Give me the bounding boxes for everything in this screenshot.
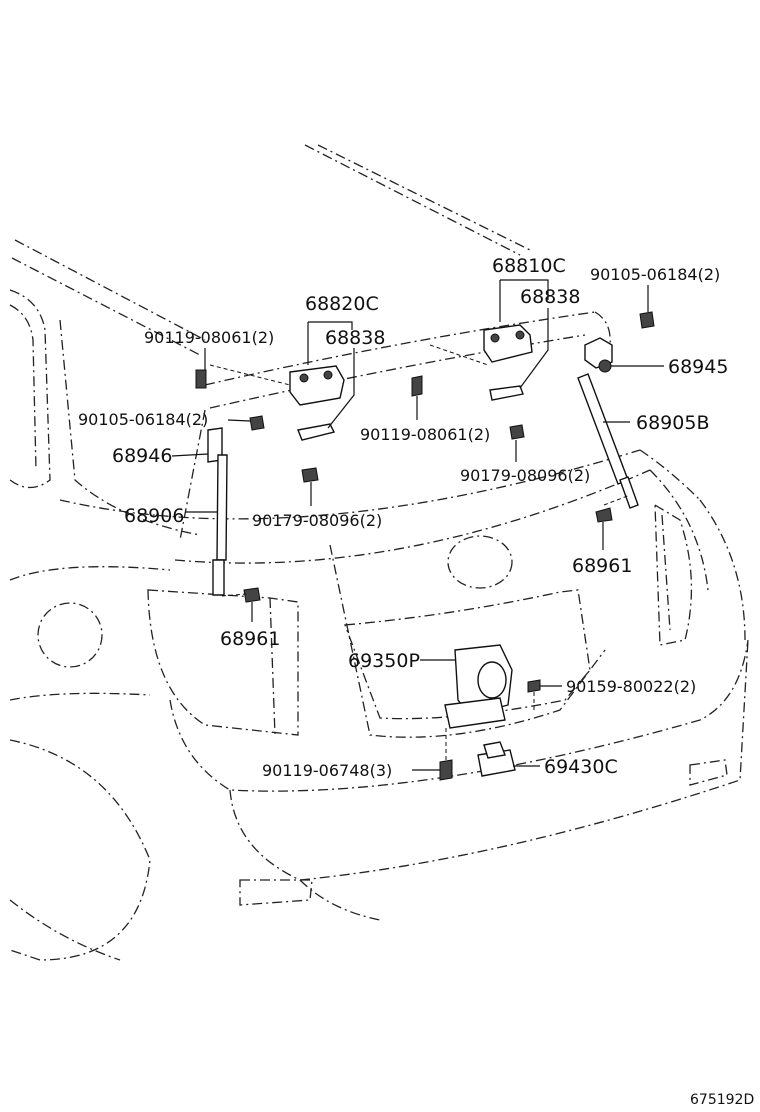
callout-68961-left: 68961 — [220, 628, 280, 650]
hinge-right-part — [483, 324, 533, 440]
callout-69430c: 69430C — [544, 756, 618, 778]
gas-strut-right — [577, 373, 639, 509]
callout-labels: 68810C 68838 90105-06184(2) 68820C 68838… — [78, 255, 754, 1108]
callout-68961-right: 68961 — [572, 555, 632, 577]
callout-68838-right: 68838 — [520, 286, 580, 308]
callout-68905b: 68905B — [636, 412, 709, 434]
callout-90119-top: 90119-08061(2) — [144, 328, 274, 347]
callout-68810c: 68810C — [492, 255, 566, 277]
stay-brackets — [207, 337, 613, 463]
striker-part — [477, 741, 516, 777]
gas-strut-left — [212, 454, 228, 596]
callout-68906: 68906 — [124, 505, 184, 527]
ball-studs — [243, 507, 613, 603]
callout-90179-left: 90179-08096(2) — [252, 511, 382, 530]
callout-68820c: 68820C — [305, 293, 379, 315]
hinge-left-part — [289, 365, 345, 483]
callout-68945: 68945 — [668, 356, 728, 378]
callout-90119-bottom: 90119-06748(3) — [262, 761, 392, 780]
callout-69350p: 69350P — [348, 650, 420, 672]
callout-68946: 68946 — [112, 445, 172, 467]
bolts — [195, 311, 655, 431]
callout-90159: 90159-80022(2) — [566, 677, 696, 696]
callout-90105-left: 90105-06184(2) — [78, 410, 208, 429]
callout-68838-left: 68838 — [325, 327, 385, 349]
back-door-lock-part — [439, 644, 541, 781]
callout-90179-right: 90179-08096(2) — [460, 466, 590, 485]
diagram-reference-number: 675192D — [690, 1092, 754, 1108]
vehicle-body-outline — [9, 144, 749, 961]
callout-90105-top: 90105-06184(2) — [590, 265, 720, 284]
leader-lines — [171, 279, 664, 771]
callout-90119-mid: 90119-08061(2) — [360, 425, 490, 444]
